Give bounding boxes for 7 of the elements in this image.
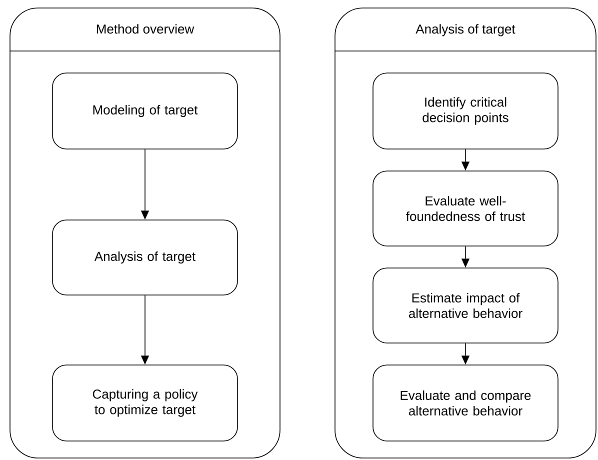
process-box: Modeling of target xyxy=(52,72,238,150)
process-box: Analysis of target xyxy=(52,220,238,296)
process-box: Identify critical decision points xyxy=(372,72,558,150)
process-box: Capturing a policy to optimize target xyxy=(52,364,238,442)
process-box: Evaluate well-foundedness of trust xyxy=(372,170,558,246)
process-box: Estimate impact of alternative behavior xyxy=(372,268,558,344)
process-box: Evaluate and compare alternative behavior xyxy=(372,364,558,442)
